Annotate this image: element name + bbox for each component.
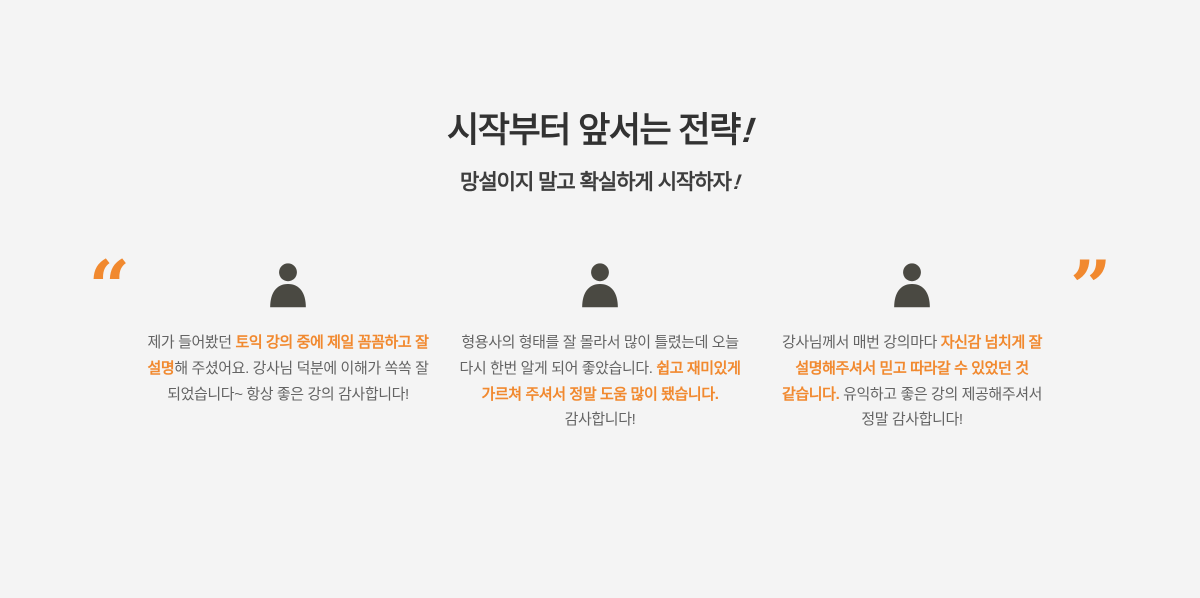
person-icon	[890, 262, 934, 310]
testimonials-row: “ 제가 들어봤던 토익 강의 중에 제일 꼼꼼하고 잘 설명해 주셨어요. 강…	[0, 250, 1200, 433]
page-title-exclamation: !	[740, 111, 756, 150]
testimonial-card-3: 강사님께서 매번 강의마다 자신감 넘치게 잘 설명해주셔서 믿고 따라갈 수 …	[768, 262, 1056, 433]
testimonial-text: 제가 들어봤던 토익 강의 중에 제일 꼼꼼하고 잘 설명해 주셨어요. 강사님…	[144, 330, 432, 407]
testimonial-text: 강사님께서 매번 강의마다 자신감 넘치게 잘 설명해주셔서 믿고 따라갈 수 …	[768, 330, 1056, 433]
close-quote-icon: ”	[1070, 244, 1112, 329]
testimonial-segment-highlight: 토익 강의 중에 제일 꼼꼼하고 잘 설명	[147, 334, 429, 377]
testimonial-segment-highlight: 쉽고 재미있게 가르쳐 주셔서 정말 도움 많이 됐습니다.	[481, 359, 741, 403]
testimonial-segment: 제가 들어봤던	[147, 334, 236, 351]
testimonial-segment-highlight: 자신감 넘치게 잘 설명해주셔서 믿고 따라갈 수 있었던 것 같습니다.	[781, 334, 1043, 403]
page-subtitle: 망설이지 말고 확실하게 시작하자!	[0, 166, 1200, 196]
testimonial-segment: 해 주셨어요. 강사님 덕분에 이해가 쏙쏙 잘 되었습니다~ 항상 좋은 강의…	[167, 359, 429, 403]
testimonial-segment: 감사합니다!	[564, 411, 636, 429]
testimonial-segment: 유익하고 좋은 강의 제공해주셔서 정말 감사합니다!	[839, 385, 1043, 429]
open-quote-icon: “	[88, 244, 130, 329]
testimonial-card-1: 제가 들어봤던 토익 강의 중에 제일 꼼꼼하고 잘 설명해 주셨어요. 강사님…	[144, 262, 432, 433]
page-title-text: 시작부터 앞서는 전략	[447, 111, 741, 150]
testimonial-text: 형용사의 형태를 잘 몰라서 많이 틀렸는데 오늘 다시 한번 알게 되어 좋았…	[456, 330, 744, 433]
person-icon	[578, 262, 622, 310]
testimonial-card-2: 형용사의 형태를 잘 몰라서 많이 틀렸는데 오늘 다시 한번 알게 되어 좋았…	[456, 262, 744, 433]
person-icon	[266, 262, 310, 310]
page-title: 시작부터 앞서는 전략!	[0, 102, 1200, 153]
testimonial-segment: 강사님께서 매번 강의마다	[781, 334, 941, 351]
page-subtitle-exclamation: !	[732, 171, 742, 194]
testimonial-segment: 형용사의 형태를 잘 몰라서 많이 틀렸는데 오늘 다시 한번 알게 되어 좋았…	[459, 334, 740, 377]
testimonial-columns: 제가 들어봤던 토익 강의 중에 제일 꼼꼼하고 잘 설명해 주셨어요. 강사님…	[144, 262, 1056, 433]
section-header: 시작부터 앞서는 전략! 망설이지 말고 확실하게 시작하자!	[0, 0, 1200, 196]
page-subtitle-text: 망설이지 말고 확실하게 시작하자	[460, 171, 732, 194]
